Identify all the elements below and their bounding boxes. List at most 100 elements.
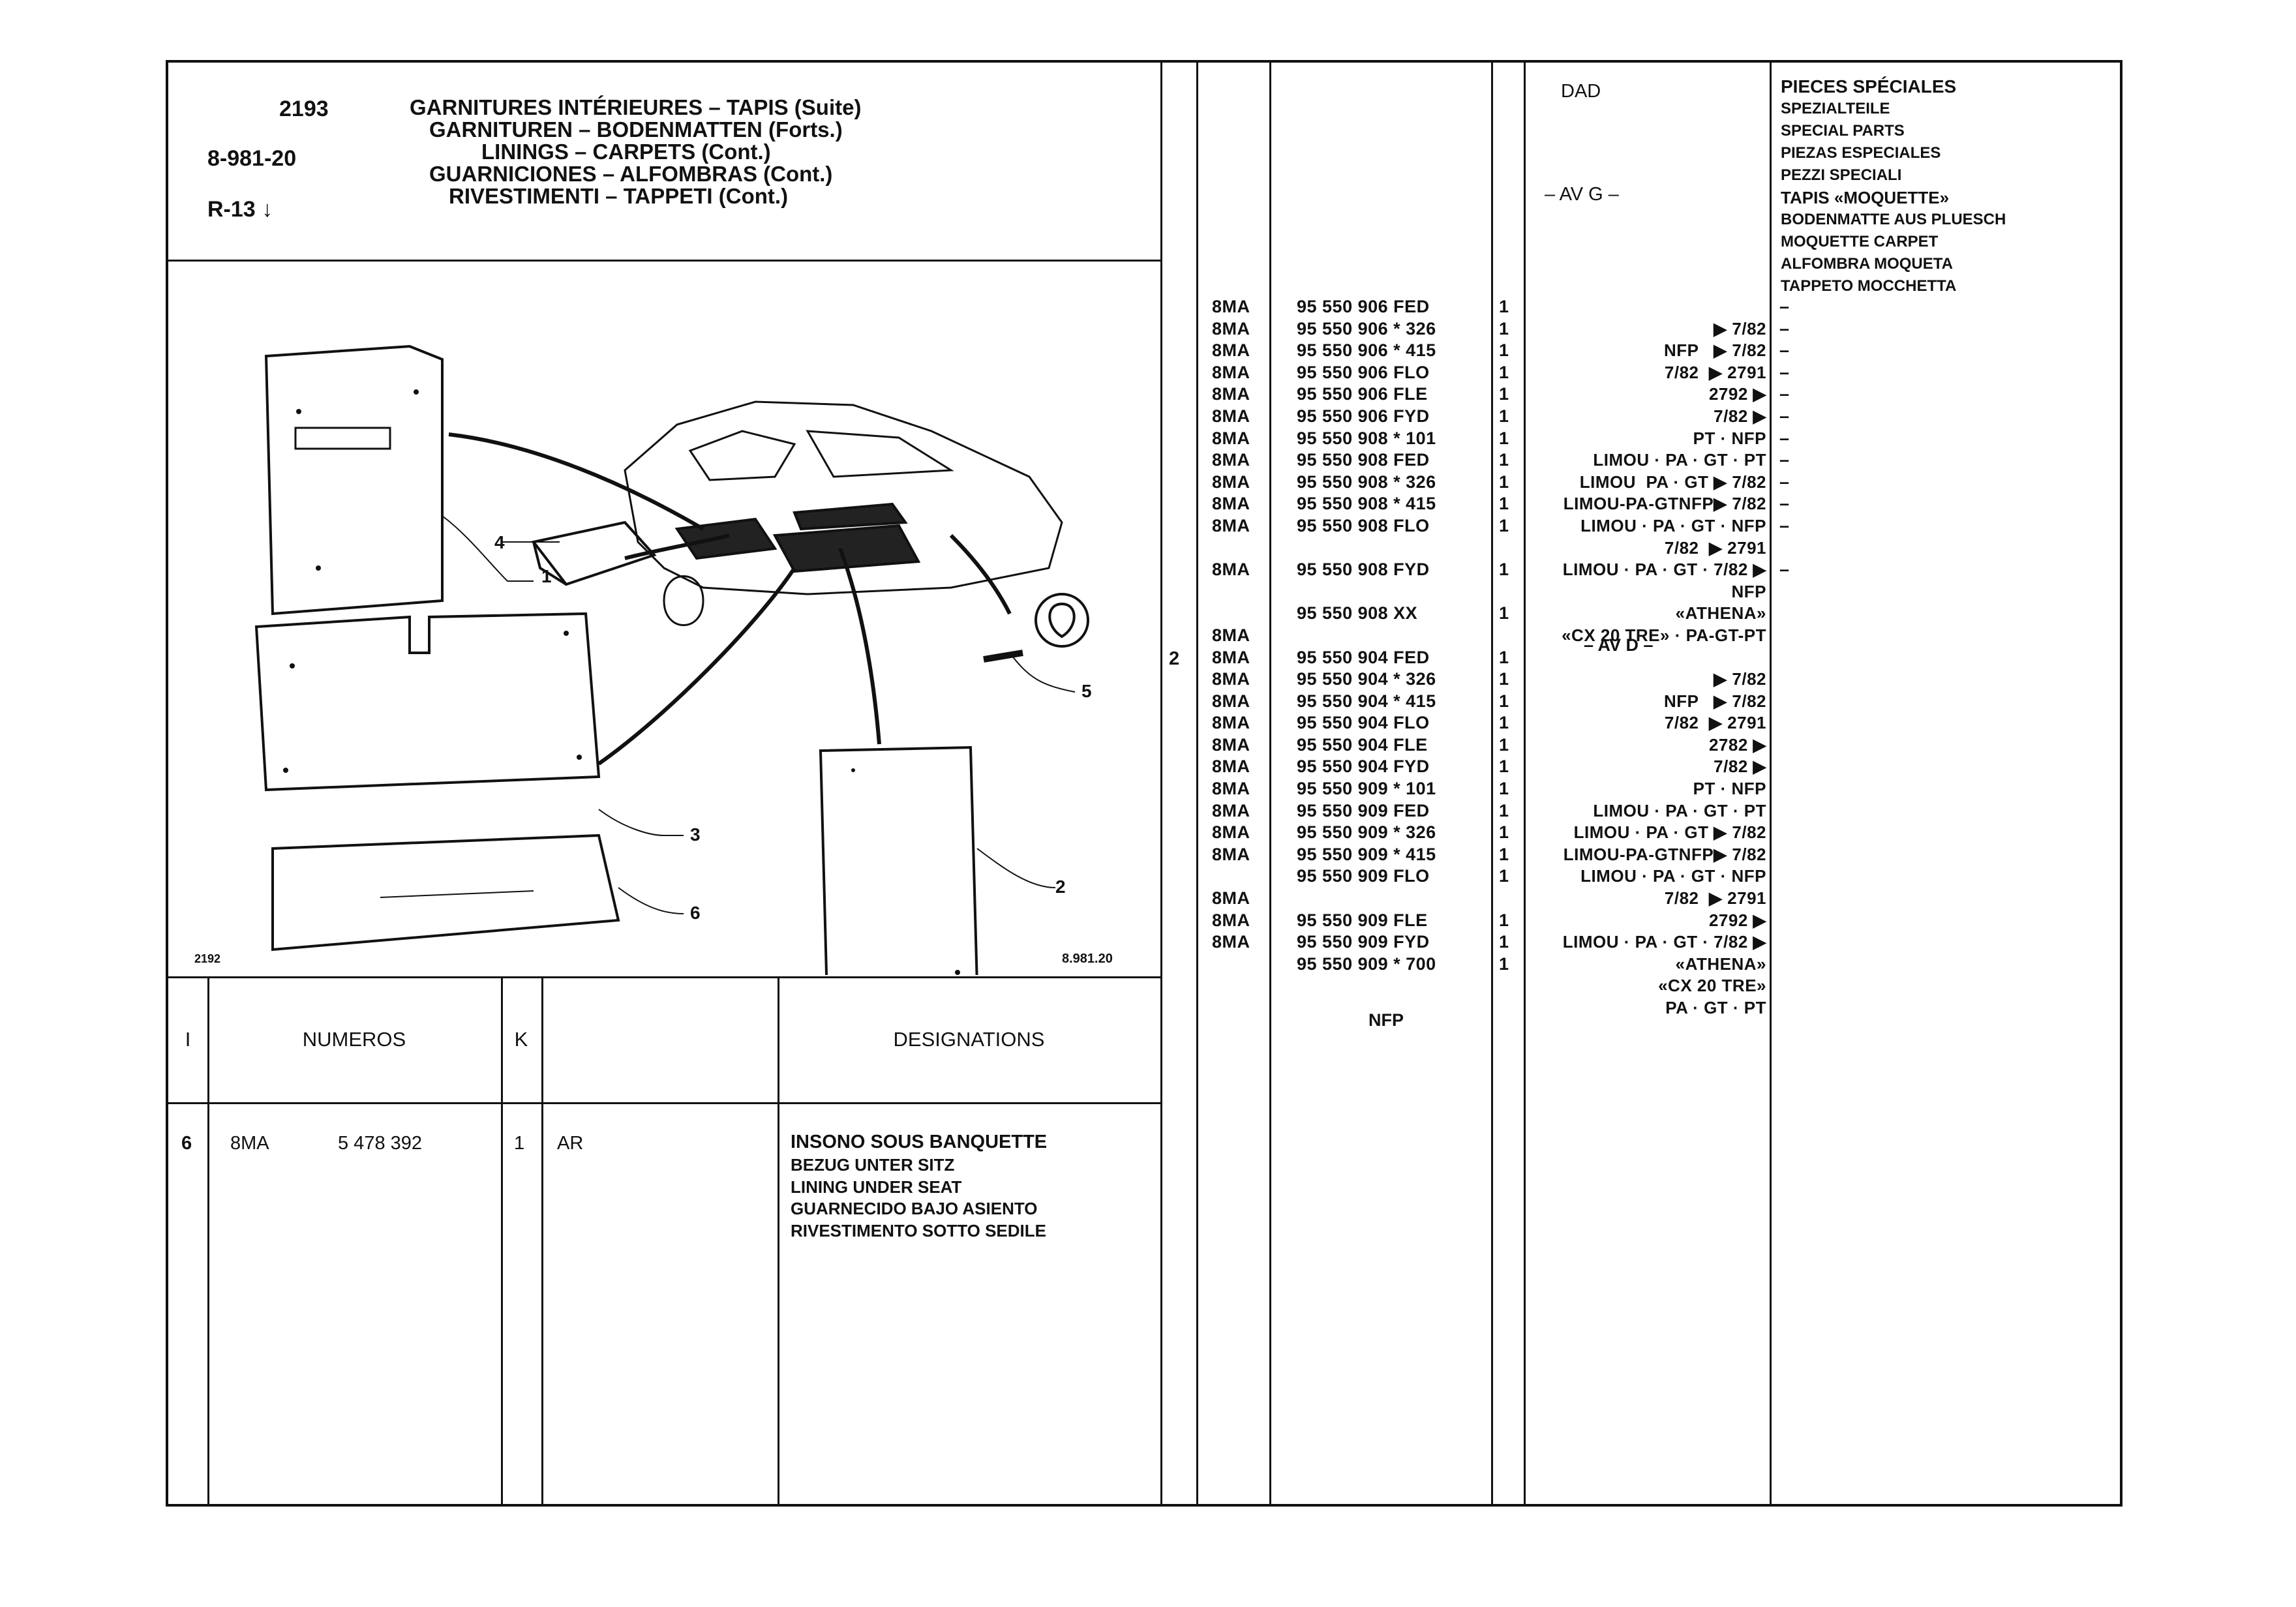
part-prefix-cell: 8MA — [1212, 888, 1250, 909]
label-2: 2 — [1055, 877, 1066, 897]
dad-cell: 7/82 ▶ — [1714, 757, 1766, 777]
dad-cell: 7/82 ▶ — [1714, 406, 1766, 426]
part-prefix-cell: 8MA — [1212, 779, 1250, 799]
qty-cell: 1 — [1499, 647, 1509, 667]
qty-cell: 1 — [1499, 669, 1509, 689]
part-number-cell — [1297, 537, 1436, 560]
part-number-cell: 95 550 906 * 415 — [1297, 340, 1436, 361]
part-number-cell: 95 550 908 * 326 — [1297, 472, 1436, 492]
part-prefix-cell: 8MA — [1212, 318, 1250, 338]
part-number-cell: 95 550 904 FLO — [1297, 713, 1430, 733]
table-header-separator — [168, 1102, 1160, 1104]
dash-cell: – — [1779, 406, 1790, 426]
divider-prefix-col — [1269, 63, 1271, 1504]
dad-cell: PA · GT · PT — [1665, 998, 1766, 1017]
part-prefix-cell: 8MA — [1212, 560, 1250, 580]
left-col-line-2 — [501, 976, 503, 1507]
designation-it: RIVESTIMENTO SOTTO SEDILE — [791, 1220, 1046, 1240]
special-parts-it: PEZZI SPECIALI — [1781, 166, 1902, 184]
dad-cell: LIMOU · PA · GT · NFP — [1580, 515, 1766, 535]
dad-cell: PT · NFP — [1693, 779, 1766, 799]
part-prefix-cell: 8MA — [1212, 647, 1250, 667]
part-number-cell: 95 550 904 FED — [1297, 647, 1430, 667]
part-number-cell: 95 550 904 FLE — [1297, 734, 1428, 755]
row-prefix: 8MA — [230, 1133, 269, 1154]
part-prefix-cell: 8MA — [1212, 734, 1250, 755]
part-prefix-cell: 8MA — [1212, 340, 1250, 361]
illustration-separator — [168, 976, 1160, 978]
dad-cell: NFP ▶ 7/82 — [1663, 340, 1766, 361]
dad-cell: LIMOU PA · GT ▶ 7/82 — [1579, 472, 1766, 492]
part-number-cell: 95 550 904 * 326 — [1297, 669, 1436, 689]
part-number-cell: 95 550 909 FLO — [1297, 866, 1430, 886]
special-parts-block: PIECES SPÉCIALES SPEZIALTEILE SPECIAL PA… — [1781, 76, 2006, 297]
qty-cell: 1 — [1499, 560, 1509, 580]
dash-cell: – — [1779, 340, 1790, 361]
qty-cell: 1 — [1499, 494, 1509, 514]
dash-cell: – — [1779, 515, 1790, 535]
part-number-cell — [1297, 581, 1436, 603]
qty-cell: 1 — [1499, 779, 1509, 799]
avd-label: – AV D – — [1584, 635, 1654, 655]
qty-cell: 1 — [1499, 757, 1509, 777]
part-prefix-cell: 8MA — [1212, 450, 1250, 470]
qty-cell: 1 — [1499, 340, 1509, 361]
part-number-cell: 95 550 904 FYD — [1297, 757, 1430, 777]
ref-right: 8.981.20 — [1062, 952, 1113, 966]
part-prefix-cell: 8MA — [1212, 822, 1250, 843]
dad-cell: LIMOU · PA · GT · PT — [1593, 800, 1766, 820]
part-number-cell: 95 550 908 * 101 — [1297, 428, 1436, 448]
dash-column: –––––––––––– — [1779, 296, 1790, 581]
part-3-rear-mat — [254, 612, 601, 792]
dash-cell: – — [1779, 384, 1790, 404]
dash-cell: – — [1779, 450, 1790, 470]
range-code: R-13 ↓ — [207, 197, 273, 222]
qty-cell: 1 — [1499, 318, 1509, 338]
part-number-cell: 95 550 909 * 415 — [1297, 844, 1436, 864]
part-number-cell — [1297, 625, 1436, 647]
qty-cell: 1 — [1499, 515, 1509, 535]
qty-cell — [1499, 888, 1509, 910]
row-designation-lines: BEZUG UNTER SITZ LINING UNDER SEAT GUARN… — [791, 1154, 1046, 1242]
dad-cell: «ATHENA» — [1675, 603, 1766, 623]
divider-qty-col — [1524, 63, 1526, 1504]
left-col-line-4 — [778, 976, 779, 1507]
part-prefix-cell — [1212, 865, 1250, 888]
label-3: 3 — [690, 824, 701, 845]
dad-cell: LIMOU · PA · GT · 7/82 ▶ — [1562, 560, 1766, 580]
part-number-cell — [1297, 888, 1436, 910]
part-prefix-cell: 8MA — [1212, 494, 1250, 514]
special-parts-en: SPECIAL PARTS — [1781, 122, 1905, 140]
part-number-cell: 95 550 908 FYD — [1297, 560, 1430, 580]
page-number: 2193 — [279, 97, 329, 121]
part-number-cell: 95 550 909 * 101 — [1297, 779, 1436, 799]
qty-cell: 1 — [1499, 734, 1509, 755]
dad-cell: PT · NFP — [1693, 428, 1766, 448]
part-prefix-cell — [1212, 603, 1250, 625]
tapis-fr: TAPIS «MOQUETTE» — [1781, 188, 1950, 207]
part-number-cell: 95 550 906 * 326 — [1297, 318, 1436, 338]
part-prefix-cell: 8MA — [1212, 844, 1250, 864]
part-prefix-cell: 8MA — [1212, 800, 1250, 820]
part-number-cell: 95 550 908 FLO — [1297, 515, 1430, 535]
col-header-designations: DESIGNATIONS — [893, 1028, 1045, 1051]
down-arrow-icon: ↓ — [262, 197, 273, 222]
qty-cell: 1 — [1499, 603, 1509, 623]
qty-cell: 1 — [1499, 472, 1509, 492]
tapis-it: TAPPETO MOCCHETTA — [1781, 277, 1957, 295]
part-number-cell: 95 550 909 FYD — [1297, 932, 1430, 952]
divider-dad-col — [1770, 63, 1772, 1504]
dad-cell: NFP ▶ 7/82 — [1663, 691, 1766, 711]
row-position: AR — [557, 1133, 584, 1154]
dad-cell: 7/82 ▶ 2791 — [1664, 713, 1766, 733]
qty-cell: 1 — [1499, 954, 1509, 974]
header-dad: DAD — [1561, 81, 1601, 102]
part-prefix-cell: 8MA — [1212, 932, 1250, 952]
part-number-cell: 95 550 906 FLO — [1297, 362, 1430, 382]
part-number-cell: 95 550 906 FED — [1297, 297, 1430, 316]
col-header-numeros: NUMEROS — [302, 1028, 406, 1051]
dash-cell — [1779, 537, 1790, 560]
exploded-view-illustration: 1 2 3 4 5 6 2192 8.981.20 — [194, 344, 1113, 975]
header-avg: – AV G – — [1545, 184, 1619, 205]
